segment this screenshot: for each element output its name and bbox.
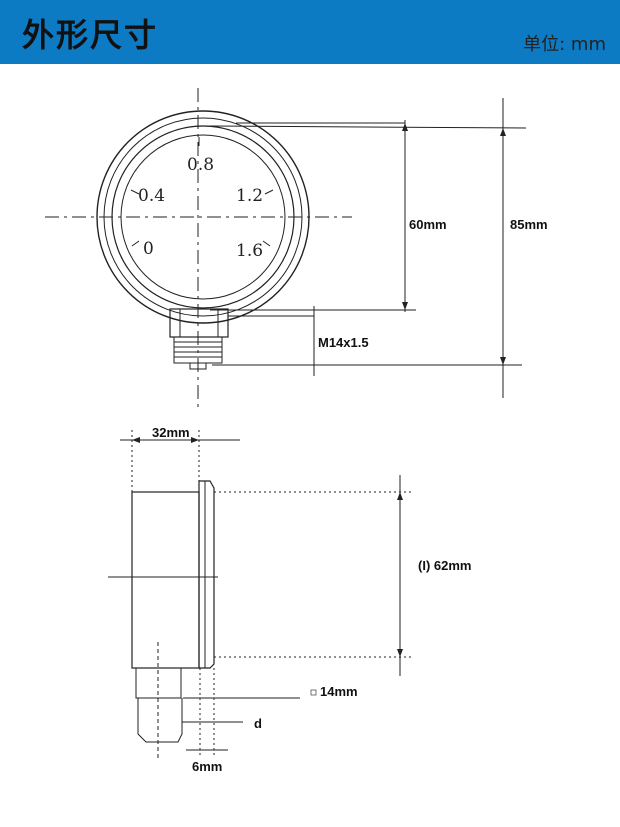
scale-label-0-4: 0.4 [138,186,165,206]
arrowhead [500,128,506,136]
unit-label: 单位: mm [523,34,606,55]
arrowhead [402,123,408,131]
dimension-label-85: 85mm [510,217,548,232]
header-bar: 外形尺寸 单位: mm [0,0,620,64]
hex-symbol-icon [310,689,317,696]
dimension-label-32: 32mm [152,425,190,440]
tick-mark [262,240,271,247]
tick-mark [131,240,140,247]
tick-mark [130,189,140,195]
scale-label-0-8: 0.8 [187,155,214,175]
arrowhead [132,437,140,443]
arrowhead [397,649,403,657]
arrowhead [191,437,199,443]
tick-mark [264,189,274,195]
arrowhead [500,357,506,365]
case-body [131,491,200,669]
side-stem [137,698,183,743]
scale-label-1-6: 1.6 [236,241,263,261]
extension-line-top-85 [209,125,527,129]
gauge-side-view [108,430,412,758]
page-title: 外形尺寸 [22,16,159,54]
dimension-label-62: (I) 62mm [418,558,471,573]
stem-tip [189,362,207,370]
dimension-label-60: 60mm [409,217,447,232]
front-bezel [198,480,215,669]
arrowhead [402,302,408,310]
dimension-label-d: d [254,716,262,731]
dial-face [120,134,286,300]
scale-label-0: 0 [143,239,154,259]
gauge-front-view [45,88,527,410]
thread-label: M14x1.5 [318,335,369,350]
arrowhead [397,492,403,500]
dimension-label-6: 6mm [192,759,222,774]
scale-label-1-2: 1.2 [236,186,263,206]
dimension-label-14: 14mm [320,684,358,699]
